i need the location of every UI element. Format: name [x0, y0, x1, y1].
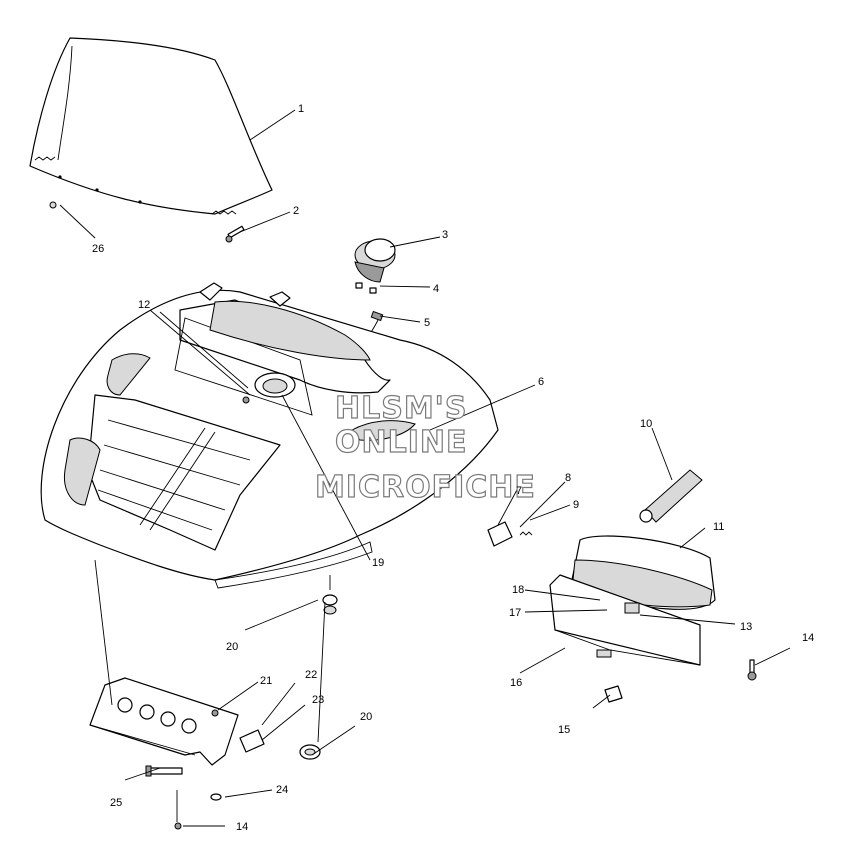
bulb-4 [355, 282, 377, 294]
watermark-line-3: MICROFICHE [315, 470, 536, 505]
callout-1: 1 [298, 103, 304, 115]
callout-14-right: 14 [802, 632, 814, 644]
gauge-3 [354, 238, 396, 283]
callout-10: 10 [640, 418, 652, 430]
callout-20-upper: 20 [226, 641, 238, 653]
callout-16: 16 [510, 677, 522, 689]
leader-lines [59, 109, 791, 827]
callout-18: 18 [512, 584, 524, 596]
callout-4: 4 [433, 283, 439, 295]
callout-9: 9 [573, 499, 579, 511]
callout-3: 3 [442, 229, 448, 241]
callout-21: 21 [260, 675, 272, 687]
watermark-line-2: ONLINE [335, 425, 468, 460]
callout-20-lower: 20 [360, 711, 372, 723]
watermark: HLSM'S ONLINE MICROFICHE [314, 390, 536, 505]
watermark-line-1: HLSM'S [335, 391, 467, 426]
headlight-bulb-10 [639, 469, 703, 523]
bolt-14-lower [174, 822, 182, 830]
bolt-14-right [747, 659, 757, 681]
screw-2 [225, 225, 245, 243]
bottom-bracket [89, 677, 239, 766]
grommet-20-lower [299, 744, 321, 760]
callout-24: 24 [276, 784, 288, 796]
grommet-20-upper [322, 594, 338, 615]
callout-13: 13 [740, 621, 752, 633]
callout-labels: 1 2 3 4 5 6 7 8 9 10 11 12 13 14 14 15 1… [92, 103, 814, 833]
nut-15 [604, 685, 623, 703]
callout-2: 2 [293, 205, 299, 217]
callout-22: 22 [305, 669, 317, 681]
callout-5: 5 [424, 317, 430, 329]
clip-24 [210, 793, 222, 801]
headlight-bracket-16 [549, 574, 701, 666]
clip-8 [487, 521, 513, 547]
spring-9 [519, 531, 533, 536]
fastener-21 [211, 709, 219, 717]
callout-8: 8 [565, 472, 571, 484]
callout-7: 7 [516, 485, 522, 497]
callout-6: 6 [538, 376, 544, 388]
callout-25: 25 [110, 797, 122, 809]
callout-19: 19 [372, 557, 384, 569]
callout-11: 11 [713, 521, 724, 533]
callout-15: 15 [558, 724, 570, 736]
callout-23: 23 [312, 694, 324, 706]
callout-14-lower: 14 [236, 821, 248, 833]
screw-26 [49, 201, 57, 209]
callout-17: 17 [509, 607, 521, 619]
callout-26: 26 [92, 243, 104, 255]
windshield [29, 37, 273, 215]
callout-12: 12 [138, 299, 150, 311]
hood [40, 282, 499, 589]
nut-22 [239, 729, 265, 753]
